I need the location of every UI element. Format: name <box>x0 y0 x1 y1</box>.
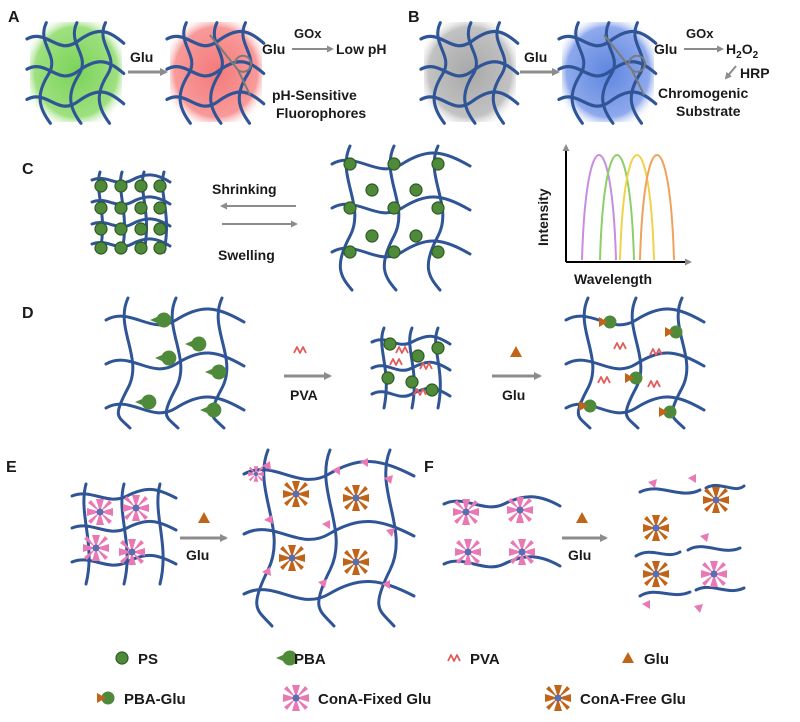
arrow-label-glu: Glu <box>524 49 547 65</box>
legend-label: PS <box>138 651 158 668</box>
legend-item-pba: PBA <box>276 650 326 668</box>
rx-arrow-2 <box>724 65 737 80</box>
arrow-label-pva: PVA <box>290 387 318 403</box>
legend-label: ConA-Fixed Glu <box>318 691 431 708</box>
spectrum-peak-3 <box>619 154 655 261</box>
legend-label: PVA <box>470 651 500 668</box>
legend-item-glu: Glu <box>622 651 669 668</box>
legend-label: PBA-Glu <box>124 691 186 708</box>
spectrum-peak-4 <box>639 154 675 261</box>
rx-enzyme-2: HRP <box>740 65 770 81</box>
sensor-probe <box>209 34 252 96</box>
legend: PS PBA PVA Glu PBA-Glu ConA-Fixed Glu Co… <box>97 650 686 711</box>
panel-a: A Glu Glu GOx Low pH pH-Sensitive Fluoro… <box>8 9 387 125</box>
panel-b: B Glu Glu GOx H2O2 HRP Chromogenic Subst… <box>408 9 770 125</box>
rx-substrate: Glu <box>262 41 285 57</box>
arrow-label-glu: Glu <box>186 547 209 563</box>
panel-e: E Glu <box>6 448 416 628</box>
swell-label: Swelling <box>218 247 275 263</box>
cona-fixed-network <box>70 482 178 586</box>
cona-free-icon <box>545 685 571 711</box>
panel-c: C Shrinking Swelling <box>22 144 692 292</box>
x-axis-label: Wavelength <box>574 271 652 287</box>
spectrum-plot: Intensity Wavelength <box>535 144 692 287</box>
outcome-line1: Chromogenic <box>658 85 748 101</box>
pba-network <box>104 296 246 430</box>
panel-e-label: E <box>6 459 17 476</box>
y-axis-label: Intensity <box>535 188 551 246</box>
broken-network-f <box>634 483 746 598</box>
outcome-line2: Fluorophores <box>276 105 366 121</box>
arrow-label-glu: Glu <box>568 547 591 563</box>
panel-d: D PVA <box>22 296 706 430</box>
spectrum-peak-1 <box>581 154 617 261</box>
cona-free-sites <box>248 458 395 589</box>
cona-free-network <box>242 448 416 628</box>
panel-f-label: F <box>424 459 434 476</box>
glu-icon <box>198 512 210 523</box>
outcome-line2: Substrate <box>676 103 741 119</box>
panel-b-label: B <box>408 9 420 26</box>
panel-d-label: D <box>22 305 34 322</box>
legend-label: PBA <box>294 651 326 668</box>
ps-particles-swollen <box>343 157 445 259</box>
rx-enzyme: GOx <box>686 26 714 41</box>
arrow-label-glu: Glu <box>130 49 153 65</box>
pva-crosslinked-network <box>370 326 452 410</box>
legend-item-pba-glu: PBA-Glu <box>97 691 186 708</box>
legend-item-ps: PS <box>115 651 158 668</box>
glu-icon <box>510 346 522 357</box>
arrow-label-glu: Glu <box>502 387 525 403</box>
panel-f: F Glu <box>424 459 746 613</box>
pva-icon <box>293 346 307 354</box>
ps-icon <box>115 651 129 665</box>
legend-item-cona-fixed: ConA-Fixed Glu <box>283 685 431 711</box>
pba-glu-icon <box>97 691 115 705</box>
rx-product: Low pH <box>336 41 387 57</box>
pva-icon <box>447 654 461 662</box>
rx-substrate: Glu <box>654 41 677 57</box>
sensor-probe <box>603 34 646 96</box>
spectrum-peak-2 <box>599 154 635 261</box>
free-glu-fragments <box>262 458 395 589</box>
glu-icon <box>576 512 588 523</box>
panel-c-label: C <box>22 161 34 178</box>
legend-item-pva: PVA <box>447 651 500 668</box>
rx-enzyme: GOx <box>294 26 322 41</box>
legend-label: Glu <box>644 651 669 668</box>
cona-fixed-icon <box>283 685 309 711</box>
outcome-line1: pH-Sensitive <box>272 87 357 103</box>
glu-icon <box>622 652 634 663</box>
rx-product: H2O2 <box>726 41 759 61</box>
legend-item-cona-free: ConA-Free Glu <box>545 685 686 711</box>
shrink-label: Shrinking <box>212 181 277 197</box>
legend-label: ConA-Free Glu <box>580 691 686 708</box>
panel-a-label: A <box>8 9 20 26</box>
